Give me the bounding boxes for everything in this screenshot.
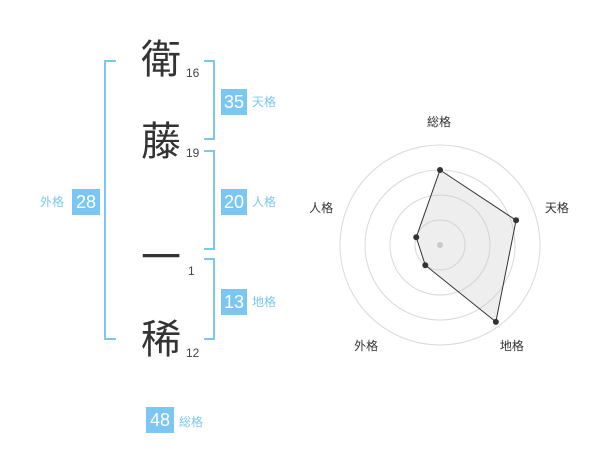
radar-axis-label-5: 人格 [309, 200, 334, 215]
tenkaku-score: 35 [221, 89, 247, 115]
radar-center [437, 242, 443, 248]
radar-axis-label-2: 天格 [544, 200, 569, 215]
radar-ring-1 [414, 219, 466, 271]
jinkaku-bracket [204, 150, 215, 250]
radar-axis-label-4: 外格 [354, 339, 379, 354]
chikaku-label: 地格 [252, 295, 277, 309]
gaikaku-bracket [104, 60, 116, 340]
radar-point-3 [492, 318, 499, 325]
radar-point-5 [413, 234, 420, 241]
chikaku-score: 13 [221, 289, 247, 315]
radar-ring-4 [339, 144, 541, 346]
radar-ring-2 [389, 194, 491, 296]
stroke-count-1: 16 [186, 66, 200, 80]
gaikaku-label: 外格 [40, 195, 65, 209]
soukaku-score: 48 [146, 407, 174, 433]
tenkaku-label: 天格 [252, 95, 277, 109]
jinkaku-score: 20 [221, 189, 247, 215]
radar-point-2 [513, 217, 520, 224]
chikaku-bracket [204, 258, 215, 340]
radar-axis-label-1: 総格 [427, 115, 452, 129]
jinkaku-label: 人格 [252, 195, 277, 209]
radar-point-4 [422, 262, 429, 269]
soukaku-label: 総格 [179, 415, 204, 429]
radar-axis-label-3: 地格 [499, 339, 524, 354]
tenkaku-bracket [204, 60, 215, 140]
gaikaku-score: 28 [72, 189, 100, 215]
stroke-count-2: 19 [186, 146, 200, 160]
stroke-count-3: 1 [188, 264, 195, 278]
name-char-2: 藤 [141, 119, 181, 165]
name-char-1: 衛 [141, 37, 181, 83]
radar-point-1 [437, 167, 443, 173]
name-char-3: 一 [141, 235, 181, 281]
name-char-4: 稀 [141, 317, 181, 363]
radar-polygon [415, 169, 517, 323]
stroke-count-4: 12 [186, 346, 200, 360]
